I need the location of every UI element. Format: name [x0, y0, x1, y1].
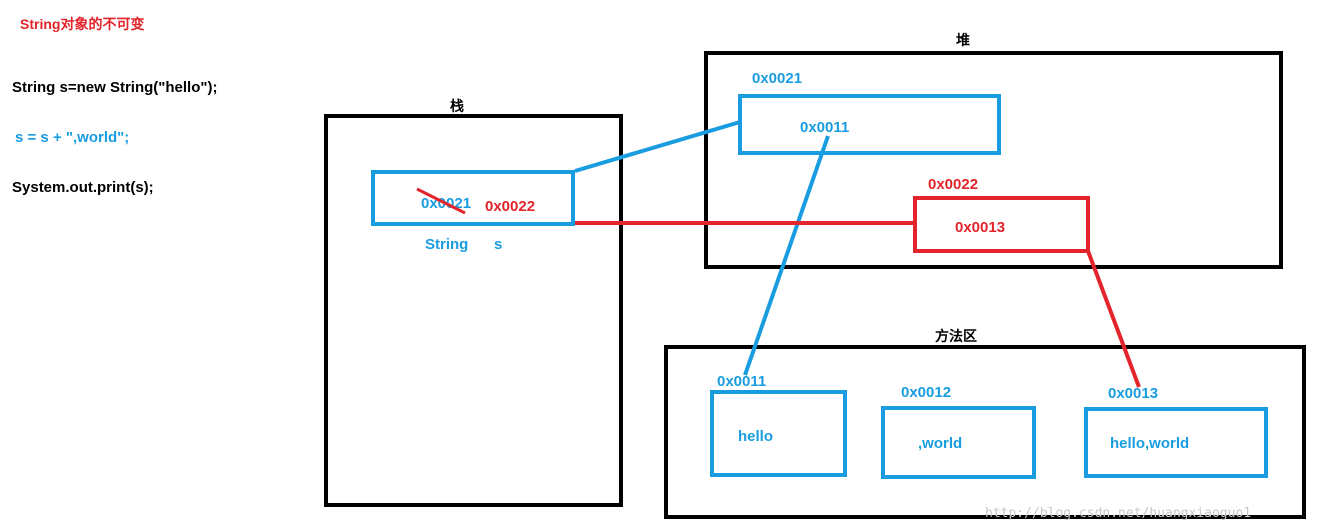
heap-object-2-to-hello-world-connector: [1086, 250, 1141, 388]
heap-object-1: [738, 94, 1001, 155]
constant-2-box: [881, 406, 1036, 479]
constant-2-value: ,world: [918, 435, 962, 452]
old-reference-strikethrough: [416, 187, 466, 215]
method-area-region: [664, 345, 1306, 519]
constant-2-address: 0x0012: [901, 384, 951, 401]
stack-new-reference: 0x0022: [485, 198, 535, 215]
stack-variable-name: s: [494, 236, 502, 253]
stack-to-heap-object-1-connector: [574, 120, 741, 173]
stack-label: 栈: [450, 98, 464, 114]
heap-object-1-address: 0x0021: [752, 70, 802, 87]
method-area-label: 方法区: [935, 328, 977, 344]
heap-object-2-address: 0x0022: [928, 176, 978, 193]
code-line-2: s = s + ",world";: [15, 129, 129, 146]
heap-object-1-to-hello-connector: [743, 135, 830, 376]
stack-variable-box: [371, 170, 575, 226]
heap-region: [704, 51, 1283, 269]
constant-3-box: [1084, 407, 1268, 478]
heap-object-1-value: 0x0011: [800, 119, 849, 136]
heap-label: 堆: [956, 32, 970, 48]
diagram-title: String对象的不可变: [20, 16, 144, 32]
stack-region: [324, 114, 623, 507]
stack-variable-type: String: [425, 236, 468, 253]
constant-1-address: 0x0011: [717, 373, 766, 390]
constant-1-box: [710, 390, 847, 477]
constant-3-value: hello,world: [1110, 435, 1189, 452]
constant-1-value: hello: [738, 428, 773, 445]
code-line-1: String s=new String("hello");: [12, 79, 217, 96]
code-line-3: System.out.print(s);: [12, 179, 154, 196]
constant-3-address: 0x0013: [1108, 385, 1158, 402]
heap-object-2-value: 0x0013: [955, 219, 1005, 236]
watermark: http://blog.csdn.net/huangxiaoguo1: [985, 506, 1251, 521]
